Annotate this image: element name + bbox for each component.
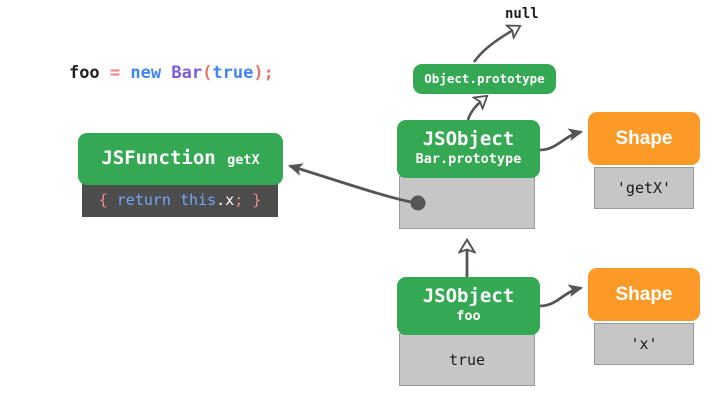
code-space-2 bbox=[120, 63, 130, 83]
node-shape-getx-slot[interactable]: 'getX' bbox=[594, 167, 694, 209]
node-shape-x-slot-value: 'x' bbox=[630, 335, 658, 353]
code-space-3 bbox=[161, 63, 171, 83]
fn-sp-3 bbox=[243, 191, 252, 209]
edge-object-prototype-to-null bbox=[472, 26, 520, 63]
fn-tok-x: x bbox=[225, 191, 235, 209]
code-space-1 bbox=[100, 63, 110, 83]
node-foo-header[interactable]: JSObject foo bbox=[397, 277, 540, 335]
code-token-true: true bbox=[212, 63, 254, 83]
jsfunction-name-gap bbox=[216, 147, 227, 169]
node-shape-x-title: Shape bbox=[615, 283, 673, 305]
node-shape-getx-slot-value: 'getX' bbox=[616, 179, 672, 197]
node-jsfunction-getx-code: { return this.x; } bbox=[82, 183, 278, 217]
fn-tok-dot: . bbox=[216, 191, 226, 209]
node-foo-slot[interactable]: true bbox=[399, 333, 535, 386]
node-bar-prototype-header[interactable]: JSObject Bar.prototype bbox=[397, 120, 540, 178]
fn-tok-semi: ; bbox=[234, 191, 244, 209]
edge-foo-to-shape-x bbox=[539, 284, 584, 308]
code-token-lparen: ( bbox=[202, 63, 213, 83]
node-foo-name: foo bbox=[456, 308, 481, 325]
fn-tok-this: this bbox=[180, 191, 217, 209]
node-bar-prototype-slot[interactable] bbox=[399, 176, 535, 229]
jsfunction-code-text: { return this.x; } bbox=[99, 191, 262, 209]
node-jsfunction-getx-title: JSFunction getX bbox=[101, 147, 260, 170]
code-token-new: new bbox=[130, 63, 162, 83]
node-shape-getx-header[interactable]: Shape bbox=[588, 112, 700, 165]
fn-sp-1 bbox=[108, 191, 117, 209]
fn-tok-return: return bbox=[116, 191, 171, 209]
node-foo-kind: JSObject bbox=[422, 285, 515, 308]
jsfunction-kind-label: JSFunction bbox=[101, 147, 216, 170]
code-token-rparen: ) bbox=[253, 63, 264, 83]
jsfunction-name-label: getX bbox=[227, 152, 260, 169]
code-token-foo: foo bbox=[68, 63, 100, 83]
code-token-semicolon: ; bbox=[263, 63, 274, 83]
node-bar-prototype-kind: JSObject bbox=[422, 128, 515, 151]
node-shape-x-header[interactable]: Shape bbox=[588, 268, 700, 321]
edge-bar-prototype-to-shape-getx bbox=[539, 128, 584, 152]
node-foo-slot-value: true bbox=[448, 350, 486, 369]
fn-sp-2 bbox=[171, 191, 180, 209]
fn-tok-lbrace: { bbox=[98, 191, 108, 209]
node-bar-prototype-name: Bar.prototype bbox=[415, 151, 522, 168]
node-object-prototype[interactable]: Object.prototype bbox=[413, 64, 556, 94]
node-jsfunction-getx-header[interactable]: JSFunction getX bbox=[78, 133, 283, 185]
code-token-equals: = bbox=[109, 63, 121, 83]
code-line: foo = new Bar(true); bbox=[28, 43, 274, 103]
node-shape-getx-title: Shape bbox=[615, 127, 673, 149]
node-shape-x-slot[interactable]: 'x' bbox=[594, 323, 694, 365]
code-token-bar: Bar bbox=[171, 63, 203, 83]
edge-bar-prototype-to-object-prototype bbox=[466, 96, 487, 121]
node-object-prototype-label: Object.prototype bbox=[424, 71, 545, 87]
fn-tok-rbrace: } bbox=[252, 191, 262, 209]
null-label: null bbox=[505, 6, 539, 22]
